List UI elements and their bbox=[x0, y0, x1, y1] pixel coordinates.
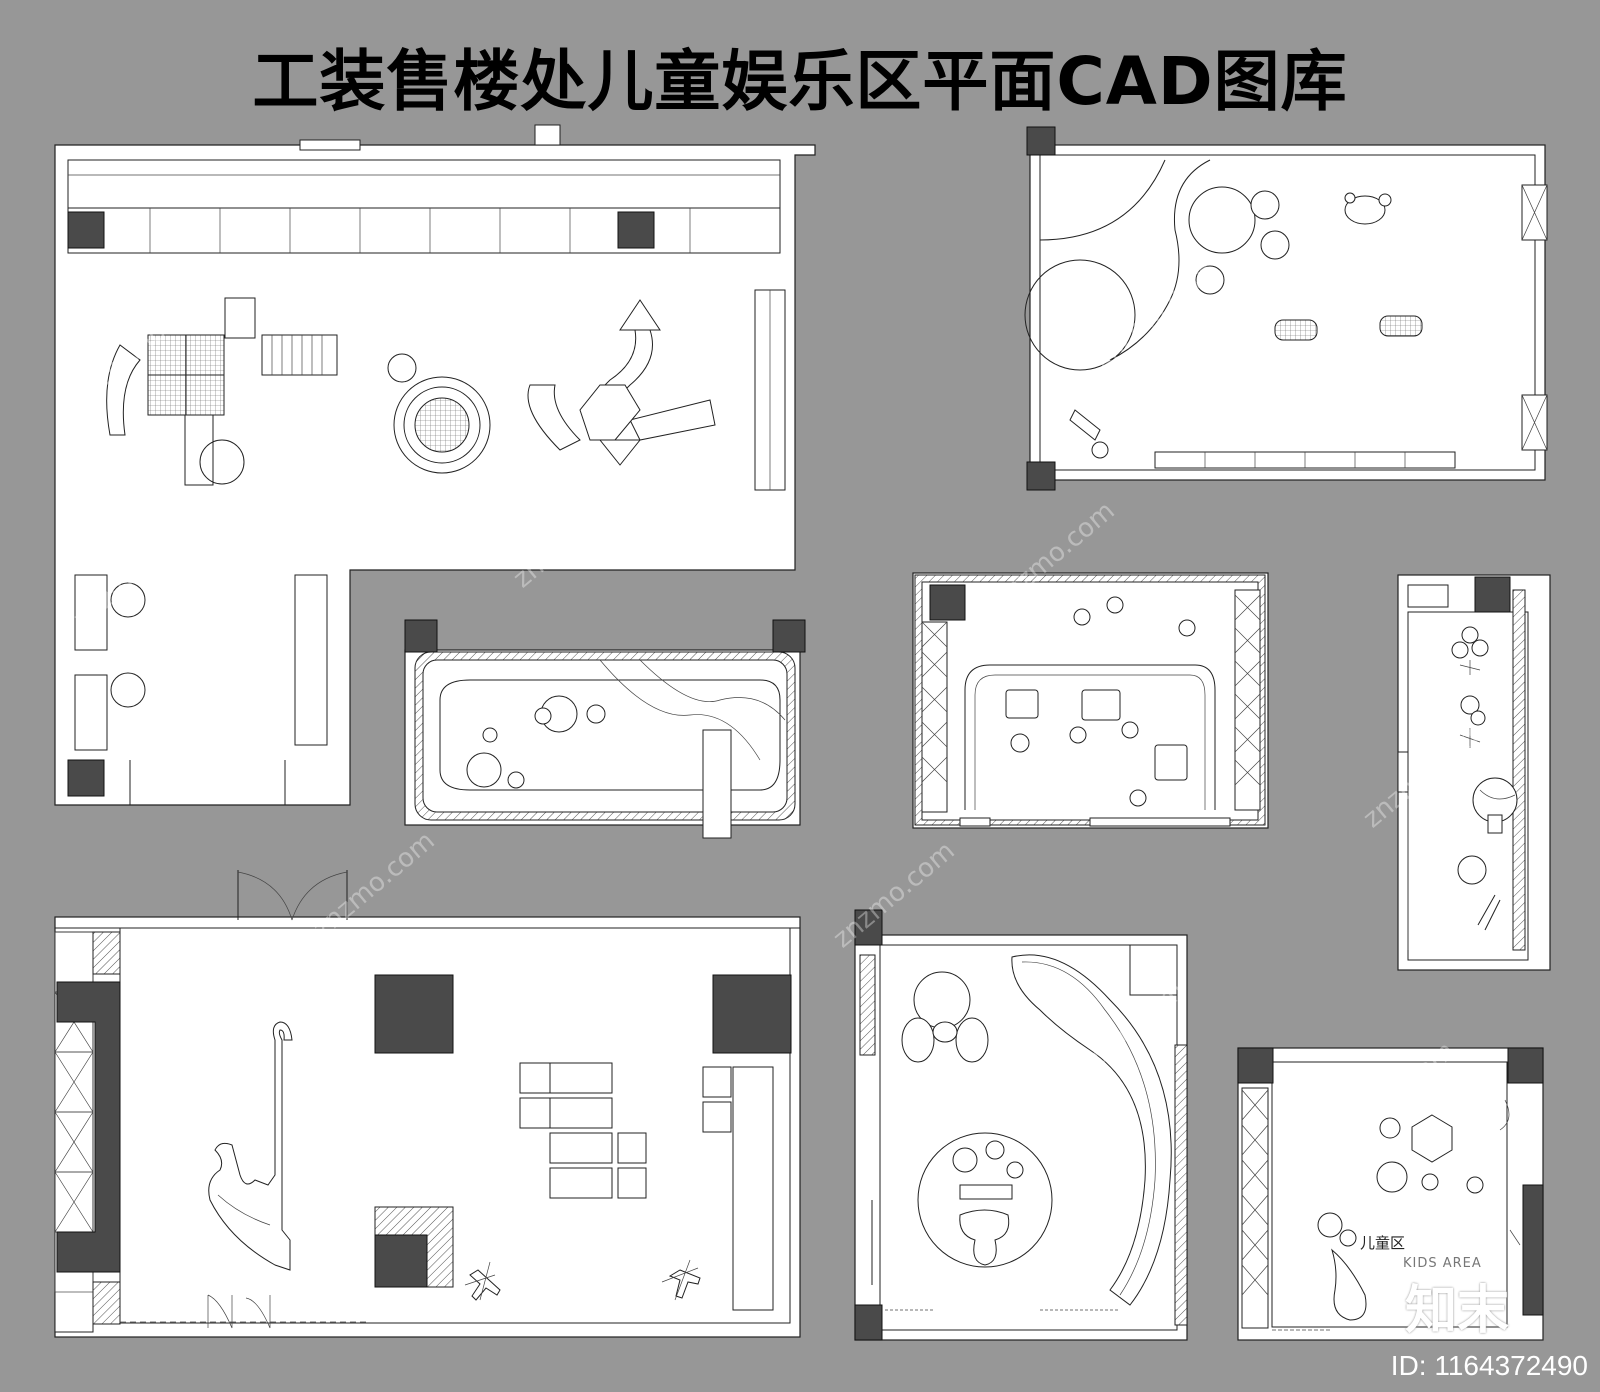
kids-area-label: 儿童区 bbox=[1360, 1234, 1406, 1252]
plan-bottom-right bbox=[1237, 1047, 1544, 1341]
animal-seat-icon bbox=[1344, 192, 1392, 225]
airplane-icon bbox=[464, 1261, 501, 1301]
play-structure-icon bbox=[106, 297, 338, 486]
plan-top-right bbox=[1024, 126, 1548, 491]
race-track-icon bbox=[208, 1021, 293, 1271]
brand-logo: 知末 bbox=[1405, 1281, 1510, 1341]
kids-area-english-label: KIDS AREA bbox=[1403, 1256, 1482, 1271]
bowling-pin-icon bbox=[1317, 1212, 1367, 1321]
plan-center-right bbox=[912, 572, 1269, 829]
plan-bottom-left bbox=[54, 870, 801, 1338]
bunny-seat-icon bbox=[901, 971, 989, 1063]
tube-slide-icon bbox=[527, 299, 716, 466]
plan-bottom-middle bbox=[854, 909, 1188, 1341]
page-title: 工装售楼处儿童娱乐区平面CAD图库 bbox=[252, 43, 1348, 120]
airplane-icon-2 bbox=[661, 1259, 701, 1301]
image-id-label: ID: 1164372490 bbox=[1390, 1350, 1588, 1381]
plan-top-left bbox=[54, 124, 816, 806]
ball-pit-icon bbox=[387, 353, 491, 474]
plan-middle bbox=[404, 619, 806, 839]
plan-narrow-right bbox=[1397, 574, 1551, 971]
